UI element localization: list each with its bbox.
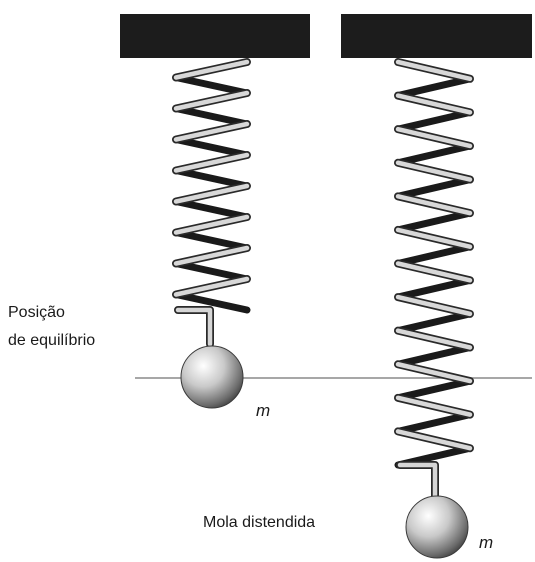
coil-back-segment (394, 276, 474, 301)
equilibrium-label-line1: Posição (8, 304, 65, 321)
coil-front-segment (173, 90, 250, 111)
coil-front-segment (395, 328, 473, 350)
coil-front-segment (395, 93, 473, 115)
coil-back-segment (394, 75, 474, 100)
coil-back-segment (394, 209, 474, 234)
hook-right-highlight (397, 462, 438, 503)
coil-back-segment (394, 142, 474, 167)
hook-left (174, 306, 214, 348)
coil-front-segment (395, 261, 473, 283)
coil-front-segment (173, 59, 250, 80)
stretched-spring-label: Mola distendida (203, 514, 315, 531)
coil-front-segment (395, 160, 473, 182)
coil-back-segment (172, 260, 251, 283)
coil-back-segment (172, 105, 251, 128)
coil-back-segment (172, 291, 251, 314)
coil-back-segment (172, 167, 251, 190)
equilibrium-label-line2: de equilíbrio (8, 332, 95, 349)
coil-front-segment (173, 276, 250, 297)
mass-ball-right (405, 495, 469, 559)
coil-back-segment (172, 229, 251, 252)
coil-back-segment (394, 108, 474, 133)
ceiling-left (120, 14, 310, 58)
coil-front-segment (395, 362, 473, 384)
coil-back-segment (394, 243, 474, 267)
coil-back-segment (394, 411, 474, 435)
ceiling-right (341, 14, 532, 58)
coil-back-segment (394, 310, 474, 335)
mass-ball-left (180, 345, 244, 409)
spring-stretched (394, 58, 474, 469)
coil-front-segment (173, 245, 250, 266)
coil-front-segment (395, 227, 473, 249)
coil-front-segment (395, 194, 473, 216)
coil-front-segment (395, 59, 473, 82)
coil-back-segment (394, 377, 474, 402)
mass-label-right: m (479, 533, 493, 552)
coil-front-segment (173, 183, 250, 204)
coil-front-segment (395, 294, 473, 317)
coil-front-segment (395, 126, 473, 149)
coil-front-segment (173, 121, 250, 142)
hook-left-highlight (175, 307, 213, 347)
coil-back-segment (394, 343, 474, 368)
coil-front-segment (395, 395, 473, 417)
coil-front-segment (173, 152, 250, 173)
hook-right (396, 461, 439, 504)
spring-equilibrium (172, 58, 251, 314)
coil-back-segment (172, 136, 251, 159)
coil-back-segment (394, 176, 474, 200)
coil-front-segment (395, 429, 473, 451)
coil-front-segment (173, 214, 250, 235)
coil-back-segment (172, 74, 251, 97)
mass-label-left: m (256, 401, 270, 420)
coil-back-segment (172, 198, 251, 221)
